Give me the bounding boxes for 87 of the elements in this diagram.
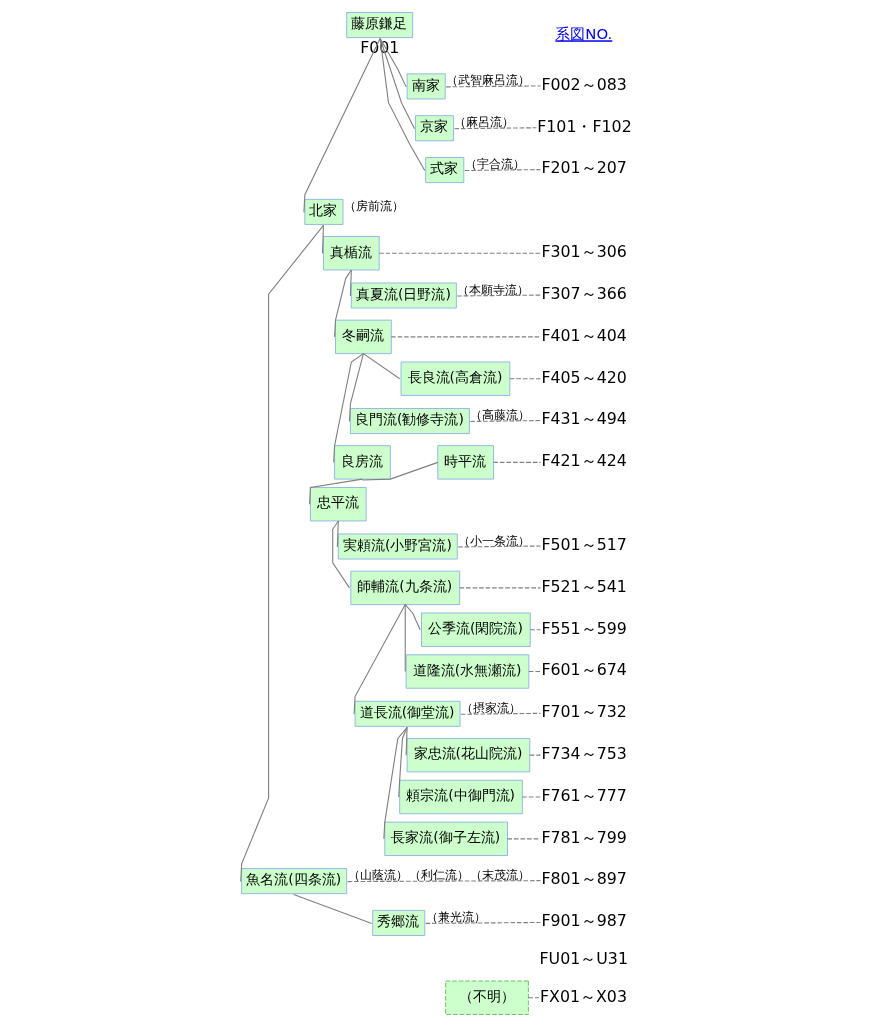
connector: [347, 880, 542, 883]
connector: [509, 378, 542, 380]
node-box: 頼宗流(中御門流): [399, 779, 523, 815]
node-label: F001: [360, 38, 400, 58]
node-text: F201～207: [541, 158, 627, 178]
connector: [332, 520, 351, 589]
connector: [398, 726, 408, 798]
connector: [404, 604, 406, 673]
node-label: （宇合流）: [464, 157, 525, 172]
connector: [379, 38, 416, 130]
connector: [425, 921, 542, 924]
node-text: F601～674: [541, 660, 627, 680]
connector: [308, 478, 364, 505]
connector: [390, 336, 542, 338]
connector: [527, 997, 540, 999]
connector: [464, 169, 542, 172]
connector: [362, 353, 401, 380]
connector: [353, 604, 406, 715]
connector: [529, 629, 542, 631]
node-label: （小一条流）: [458, 533, 531, 548]
node-box: 公季流(閑院流): [421, 612, 531, 647]
node-label: （山蔭流）: [347, 868, 408, 883]
node-text: F701～732: [541, 702, 627, 722]
connector: [493, 461, 542, 463]
connector: [405, 726, 408, 756]
connector: [334, 269, 352, 338]
connector: [349, 269, 352, 297]
node-label: （兼光流）: [425, 909, 486, 924]
connector: [456, 294, 542, 297]
node-text: F734～753: [541, 743, 627, 763]
connector: [293, 894, 373, 924]
node-label: （房前流）: [343, 198, 404, 213]
node-text: F781～799: [541, 827, 627, 847]
node-label: （摂家流）: [461, 700, 521, 715]
node-box: （不明）: [445, 980, 529, 1015]
connector: [529, 754, 542, 756]
node-text: F801～897: [541, 869, 627, 889]
node-text: F551～599: [541, 618, 627, 638]
node-text: F405～420: [541, 367, 627, 387]
connector: [521, 796, 542, 798]
connector: [321, 224, 324, 254]
connector: [240, 224, 324, 883]
connector: [404, 604, 421, 631]
connector: [361, 461, 439, 481]
connector: [383, 726, 408, 840]
node-label: （武智麻呂流）: [446, 73, 531, 88]
node-box: 時平流: [437, 445, 494, 480]
node-text: FX01～X03: [540, 986, 627, 1006]
node-text: F002～083: [541, 74, 627, 94]
node-box: 長家流(御子左流): [384, 821, 508, 856]
connector: [506, 838, 542, 840]
node-text: F431～494: [541, 409, 627, 429]
node-text: F101・F102: [537, 116, 632, 136]
node-text: F401～404: [541, 325, 627, 345]
connector: [348, 353, 364, 423]
node-box: 長良流(高倉流): [400, 361, 511, 396]
node-box: 家忠流(花山院流): [406, 737, 531, 773]
connector: [303, 38, 381, 213]
connector: [333, 353, 364, 463]
node-box: 冬嗣流: [335, 319, 392, 355]
connector: [457, 545, 542, 548]
connector: [379, 38, 407, 88]
node-text: F421～424: [541, 451, 627, 471]
node-text: F501～517: [541, 534, 627, 554]
connector: [445, 85, 542, 88]
connector: [460, 712, 542, 715]
node-text: F307～366: [541, 283, 627, 303]
node-text: F901～987: [541, 911, 627, 931]
node-label: （高藤流）: [470, 408, 531, 423]
label: 系図NO.: [555, 25, 613, 44]
node-label: （麻呂流）: [454, 115, 515, 130]
connector: [379, 38, 426, 172]
node-label: （末茂流）: [470, 868, 531, 883]
connector: [336, 520, 339, 548]
node-box: 良房流: [334, 445, 391, 480]
node-box: 師輔流(九条流): [350, 570, 461, 606]
node-box: 忠平流: [309, 487, 367, 522]
node-text: F521～541: [541, 576, 627, 596]
connector: [453, 127, 537, 130]
node-box: 真楯流: [322, 236, 380, 271]
connector: [528, 670, 542, 673]
node-label: （利仁流）: [408, 868, 469, 883]
node-text: F301～306: [541, 242, 627, 262]
connector: [459, 587, 542, 589]
node-text: F761～777: [541, 785, 627, 805]
node-box: 道隆流(水無瀬流): [405, 654, 530, 689]
label: FU01～U31: [539, 948, 628, 968]
